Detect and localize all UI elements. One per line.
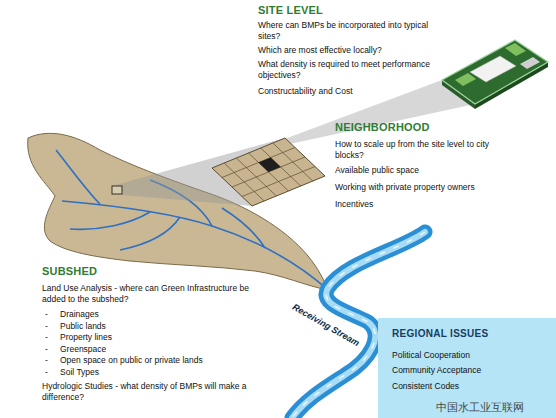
list-item: Drainages [60, 309, 260, 320]
list-dash: - [45, 309, 55, 320]
question: Constructability and Cost [258, 86, 430, 97]
list-item: Soil Types [60, 367, 260, 378]
zoom-beam [112, 138, 325, 206]
panel-item: Community Acceptance [392, 365, 546, 376]
question: What density is required to meet perform… [258, 59, 430, 80]
grid-line [222, 148, 295, 178]
grid-lines [222, 143, 315, 201]
zoom-square [112, 186, 122, 194]
list-item: Property lines [60, 332, 260, 343]
section-heading: SUBSHED [42, 265, 192, 279]
green-patch [505, 43, 526, 56]
question: Where can BMPs be incorporated into typi… [258, 20, 430, 41]
building [470, 56, 516, 82]
neighborhood-grid [212, 138, 325, 206]
list-item: Public lands [60, 321, 260, 332]
note: Working with private property owners [335, 182, 525, 193]
selected-block [259, 158, 281, 173]
list-dash: - [45, 321, 55, 332]
panel-heading: REGIONAL ISSUES [392, 328, 546, 341]
green-patch [455, 73, 476, 86]
grid-line [242, 167, 315, 197]
watershed [28, 133, 328, 290]
note: Available public space [335, 165, 517, 176]
paving [520, 57, 540, 69]
list-dash: - [45, 367, 55, 378]
section-heading: NEIGHBORHOOD [335, 121, 515, 135]
list-dash: - [45, 355, 55, 366]
question: Land Use Analysis - where can Green Infr… [42, 283, 260, 304]
panel-item: Consistent Codes [392, 381, 546, 392]
list-item: Open space on public or private lands [60, 355, 260, 366]
list-item: Greenspace [60, 344, 260, 355]
question: Hydrologic Studies - what density of BMP… [42, 381, 257, 402]
question: How to scale up from the site level to c… [335, 139, 517, 160]
question: Which are most effective locally? [258, 45, 430, 56]
list-dash: - [45, 332, 55, 343]
list-dash: - [45, 344, 55, 355]
site-parcel [442, 40, 548, 104]
watermark: 中国水工业互联网 [436, 401, 524, 414]
panel-item: Political Cooperation [392, 350, 546, 361]
note: Incentives [335, 199, 517, 210]
section-heading: SITE LEVEL [258, 4, 418, 18]
grid-line [232, 157, 305, 187]
